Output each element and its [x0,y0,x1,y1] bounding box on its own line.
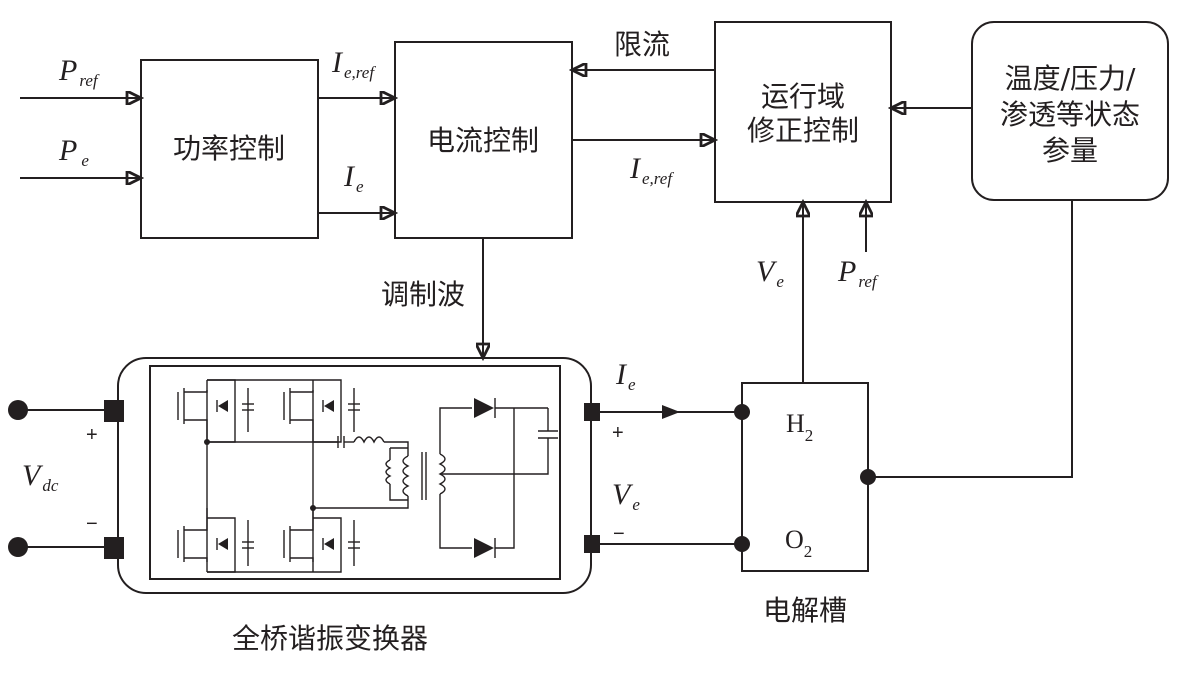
output-minus-sign: − [613,523,625,545]
current-control-label: 电流控制 [427,124,539,157]
current-limit-label: 限流 [614,28,670,61]
status-label-line1: 温度/压力/ [1005,62,1136,95]
electrolyzer-block: H2 O2 [741,382,869,572]
domain-correction-label-line1: 运行域 [761,80,845,113]
signal-wires [20,70,1073,485]
status-label-line3: 参量 [1042,134,1098,167]
power-connections [8,400,750,559]
modulation-wave-label: 调制波 [381,278,465,311]
h2-label: H2 [786,409,813,445]
status-parameters-block: 温度/压力/ 渗透等状态 参量 [971,21,1169,201]
dc-plus-sign: + [86,424,98,446]
o2-label: O2 [785,525,812,561]
domain-correction-label-line2: 修正控制 [747,114,859,147]
converter-circuit [177,379,558,573]
power-control-label: 功率控制 [173,132,285,165]
domain-correction-block: 运行域 修正控制 [714,21,892,203]
mosfet-q3 [177,508,254,573]
current-control-block: 电流控制 [394,41,573,239]
output-plus-sign: + [612,422,624,444]
power-control-block: 功率控制 [140,59,319,239]
mosfet-q4 [283,508,360,573]
mosfet-q2 [283,379,360,443]
dc-minus-sign: − [86,513,98,535]
converter-block [117,357,592,594]
converter-caption: 全桥谐振变换器 [232,622,428,655]
electrolyzer-caption: 电解槽 [763,594,847,627]
status-label-line2: 渗透等状态 [1000,98,1140,131]
